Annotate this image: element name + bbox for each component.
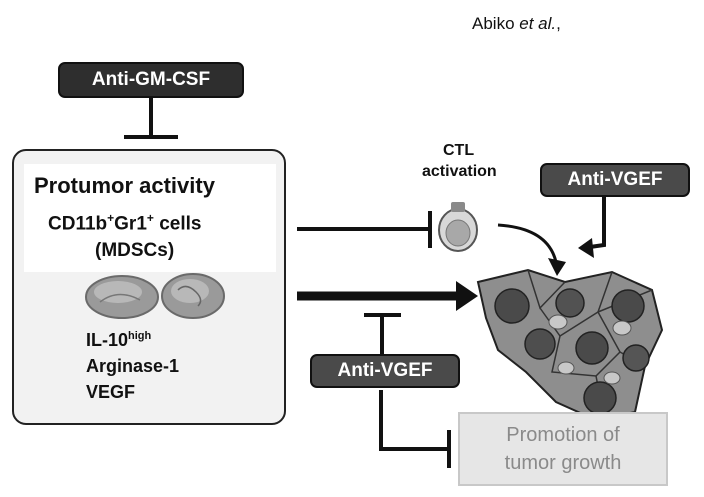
mdsc-marker-label: CD11b+Gr1+ cells — [48, 211, 201, 235]
ctl-arrowhead — [548, 258, 566, 276]
tumor-cluster-icon — [476, 268, 664, 422]
outcome-box — [458, 412, 668, 486]
marker-sup-1: + — [107, 211, 115, 225]
vgef-outcome-inhibit-line — [379, 390, 447, 451]
marker-cells: cells — [153, 213, 202, 235]
ctl-cell-icon — [438, 202, 478, 252]
promotion-arrowhead — [456, 281, 478, 311]
marker-cd11b: CD11b — [48, 213, 108, 235]
citation-etal: et al. — [519, 14, 557, 33]
vgef-top-arrowhead — [578, 238, 594, 258]
protumor-title: Protumor activity — [34, 173, 215, 198]
ctl-activation-label: activation — [422, 163, 497, 180]
mdsc-cell-right-icon — [161, 273, 225, 319]
protumor-box-inner — [24, 164, 276, 272]
citation-suffix: , — [556, 14, 561, 33]
citation: Abiko et al., — [472, 14, 561, 34]
factor-il10-main: IL-10 — [86, 330, 129, 350]
anti-vgef-mid-label: Anti-VGEF — [310, 354, 460, 388]
mdsc-label: (MDSCs) — [95, 240, 175, 261]
vgef-top-arrow — [589, 197, 606, 249]
factor-il10: IL-10high — [86, 330, 151, 351]
factor-vegf: VEGF — [86, 382, 136, 402]
marker-gr1: Gr1 — [114, 213, 147, 235]
outcome-line-2: tumor growth — [504, 452, 622, 474]
ctl-to-tumor-arrow — [497, 223, 558, 263]
anti-gm-csf-label: Anti-GM-CSF — [58, 62, 244, 98]
factor-il10-sup: high — [128, 330, 152, 342]
outcome-line-1: Promotion of — [506, 424, 620, 446]
factor-arginase: Arginase-1 — [86, 356, 180, 376]
marker-sup-2: + — [146, 211, 154, 225]
mdsc-cell-left-icon — [85, 275, 159, 319]
ctl-label: CTL — [443, 142, 475, 159]
citation-author: Abiko — [472, 14, 520, 33]
anti-vgef-top-label: Anti-VGEF — [540, 163, 690, 197]
